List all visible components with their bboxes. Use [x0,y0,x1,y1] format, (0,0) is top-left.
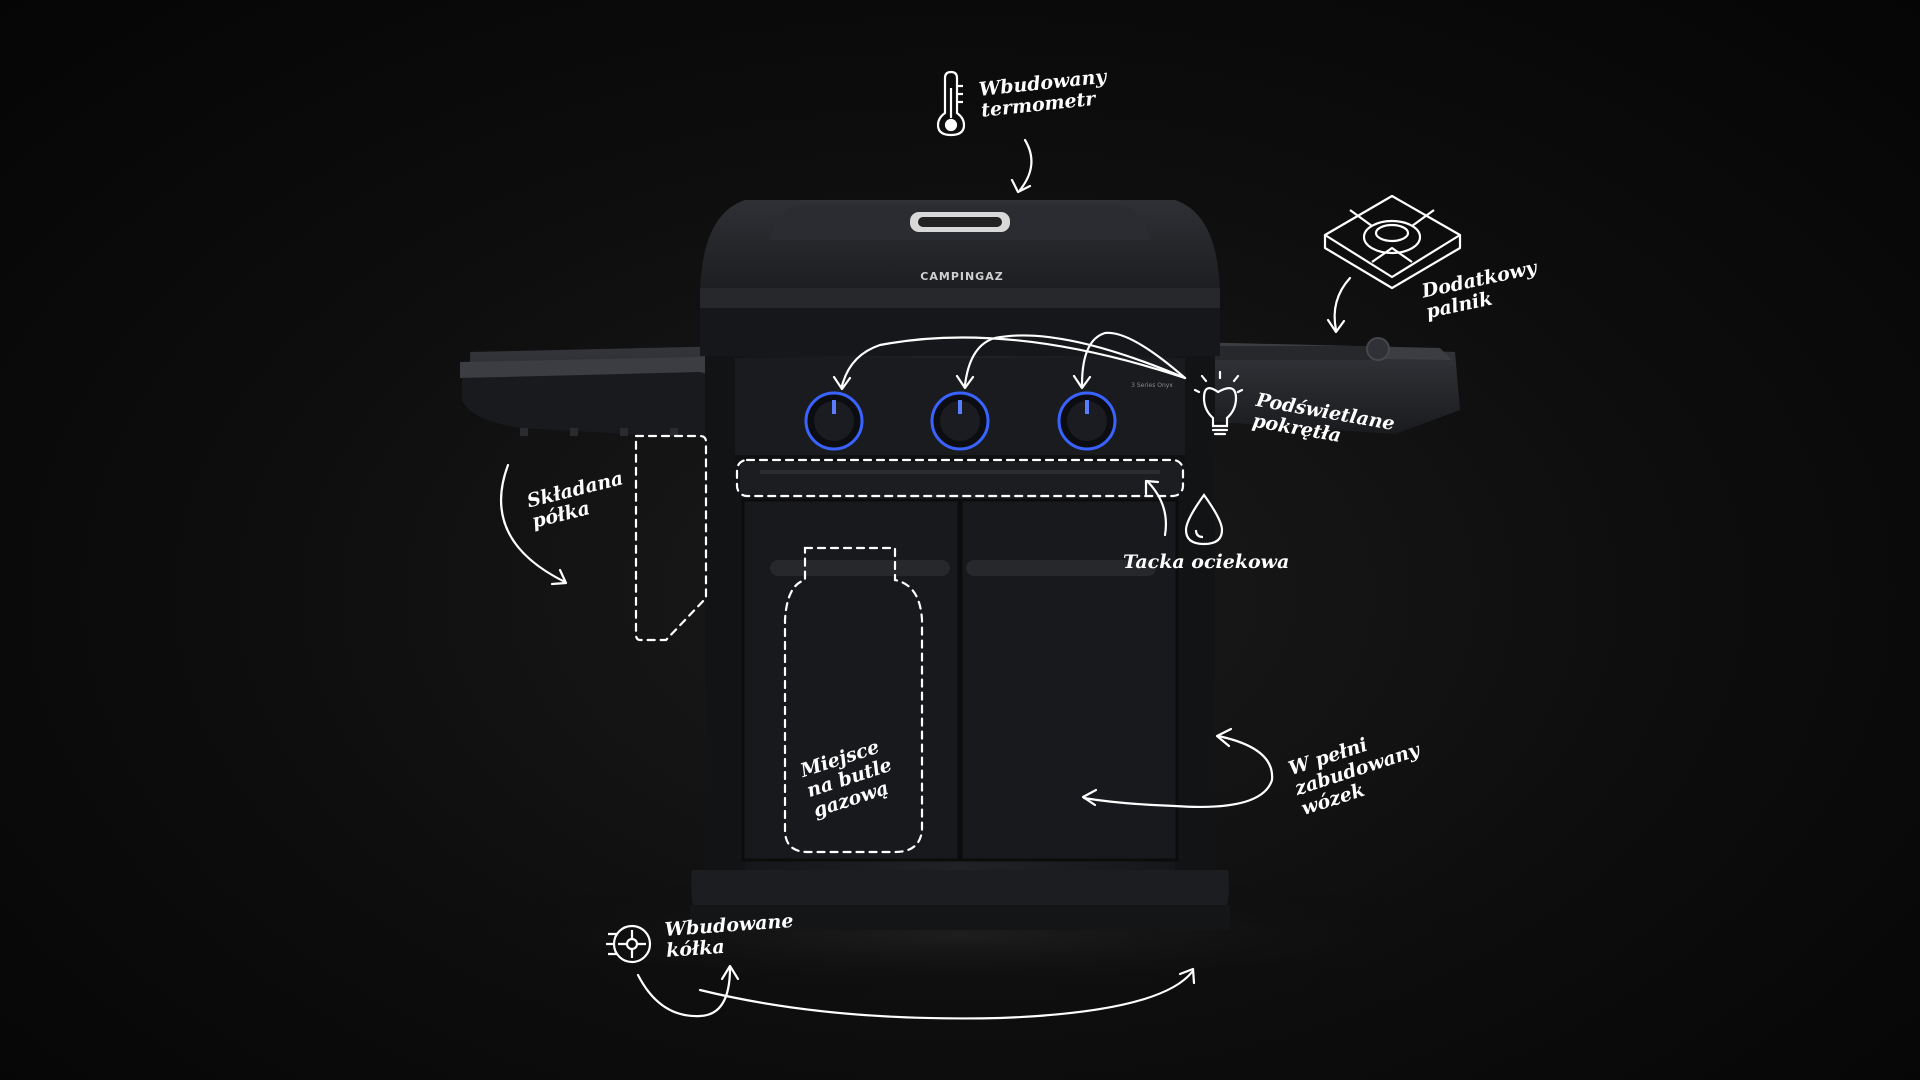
label-drip-tray: Tacka ociekowa [1123,551,1290,573]
model-label: 3 Series Onyx [1131,382,1173,389]
lit-knobs-arrow-1 [840,336,1187,388]
floor-shadow [400,875,1520,995]
gas-bottle-outline [783,546,924,854]
grill-lid [700,200,1220,356]
thermometer-arrow [1018,138,1033,192]
cart-arrow [1082,734,1274,809]
wheel-icon [606,924,652,964]
knob-3[interactable] [1057,391,1117,451]
knob-2[interactable] [930,391,990,451]
label-wheels: Wbudowane kółka [663,910,795,962]
knob-1[interactable] [804,391,864,451]
drop-icon [1184,493,1224,546]
cart-body [690,350,1230,930]
wheels-arrow-1 [636,966,732,1018]
lit-knobs-arrow-2 [963,334,1187,387]
lit-knobs-arrow-3 [1080,331,1187,387]
lightbulb-icon [1193,370,1244,436]
left-side-shelf [460,346,740,440]
right-side-burner-shelf [1190,337,1460,434]
folding-shelf-arrow [499,463,567,584]
wheels-arrow-2 [698,970,1194,1020]
extra-burner-arrow [1333,276,1352,332]
brand-logo: CAMPINGAZ [920,270,1003,283]
folding-shelf-outline [634,434,708,642]
thermometer-icon [936,70,966,137]
side-burner-icon [1323,194,1462,290]
drip-tray-outline [735,458,1185,498]
drip-tray-arrow [1146,480,1167,537]
